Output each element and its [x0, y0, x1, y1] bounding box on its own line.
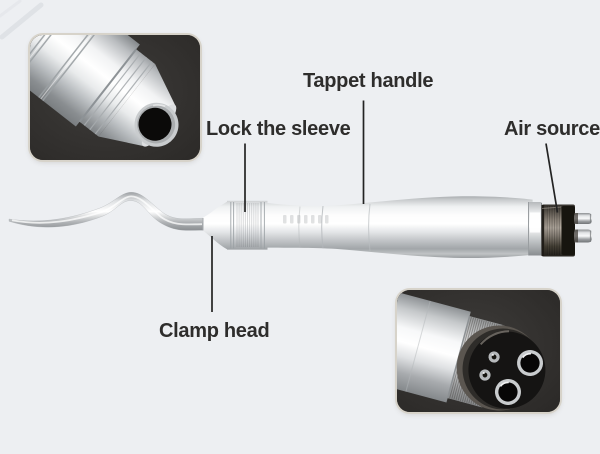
leader-air-source	[545, 143, 559, 213]
large-air-holes	[494, 350, 544, 405]
label-lock-sleeve: Lock the sleeve	[206, 118, 351, 140]
small-nozzles	[479, 351, 500, 381]
engraving-marks	[283, 215, 329, 224]
connector-closeup-inset	[397, 290, 560, 412]
label-tappet-handle: Tappet handle	[303, 70, 434, 92]
lock-sleeve	[227, 200, 268, 250]
handle-body	[267, 196, 533, 259]
air-connector	[541, 204, 575, 257]
background-streaks	[0, 0, 44, 40]
tip-closeup-inset	[30, 35, 200, 160]
label-clamp-head: Clamp head	[159, 320, 270, 342]
scaler-probe	[8, 192, 204, 231]
tip-closeup-image	[30, 35, 200, 160]
connector-closeup-image	[397, 290, 560, 412]
leader-lines	[211, 100, 559, 312]
label-air-source: Air source	[504, 118, 600, 140]
clamp-head-cone	[202, 201, 227, 250]
connector-pins	[574, 213, 592, 243]
hex-collar	[528, 202, 542, 256]
tip-hole	[138, 107, 172, 141]
